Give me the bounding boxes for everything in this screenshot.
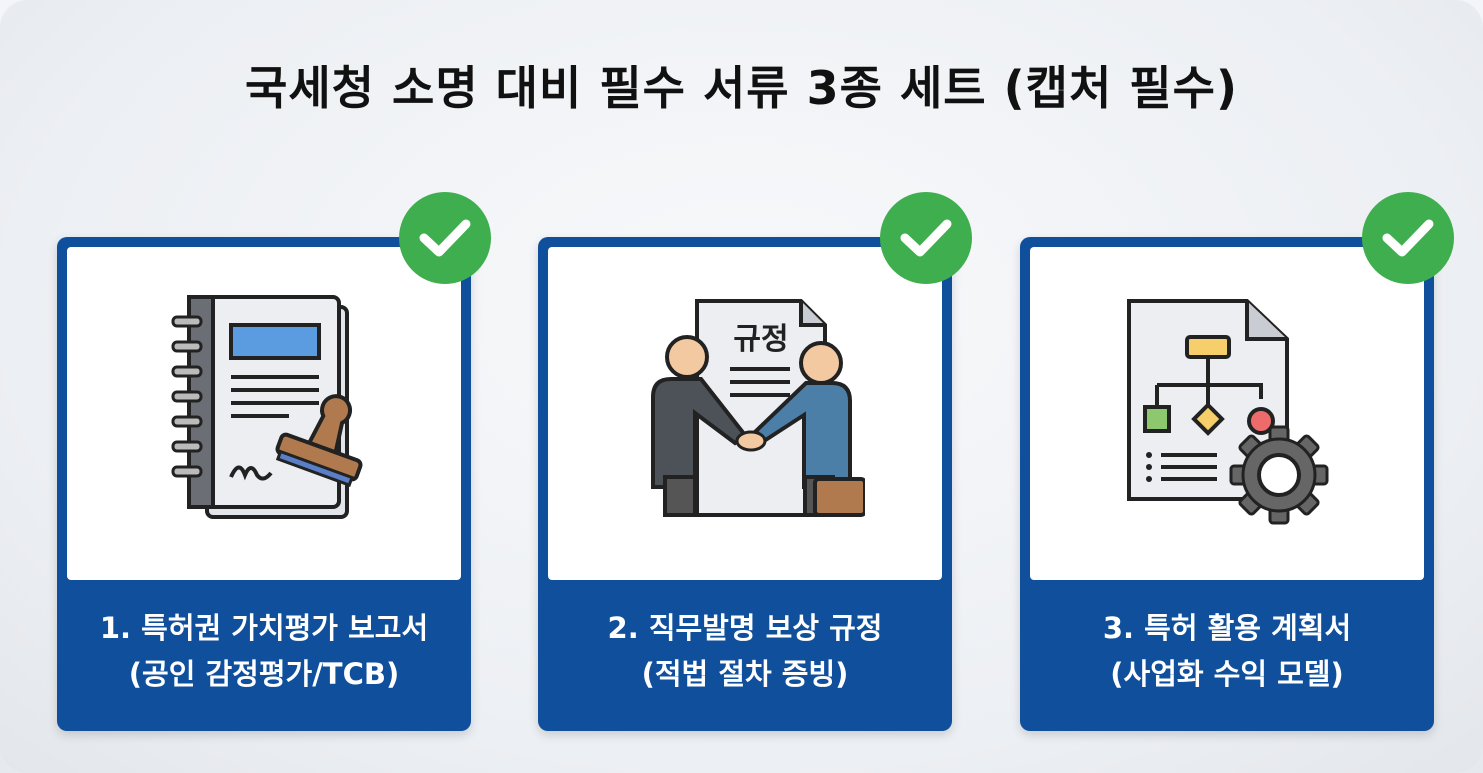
card-title: 1. 특허권 가치평가 보고서 [99, 611, 429, 645]
document-card-2: 규정 2. 직무발명 보상 규정 (적법 절차 증빙) [538, 192, 972, 731]
document-card-3: 3. 특허 활용 계획서 (사업화 수익 모델) [1020, 192, 1454, 731]
handshake-document-icon: 규정 [651, 299, 865, 517]
card-illustration-area [67, 247, 461, 580]
check-badge-icon [880, 192, 972, 284]
card-title: 2. 직무발명 보상 규정 [607, 611, 883, 645]
check-badge-icon [399, 192, 491, 284]
document-label: 규정 [733, 322, 788, 357]
card-subtitle: (적법 절차 증빙) [641, 657, 849, 691]
flowchart-gear-document-icon [1127, 299, 1329, 525]
card-title: 3. 특허 활용 계획서 [1102, 611, 1352, 645]
document-card-1: 1. 특허권 가치평가 보고서 (공인 감정평가/TCB) [57, 192, 491, 731]
card-illustration-area [1030, 247, 1424, 580]
card-subtitle: (공인 감정평가/TCB) [128, 657, 400, 691]
card-caption: 1. 특허권 가치평가 보고서 (공인 감정평가/TCB) [57, 605, 471, 697]
check-badge-icon [1362, 192, 1454, 284]
card-caption: 2. 직무발명 보상 규정 (적법 절차 증빙) [538, 605, 952, 697]
page-title: 국세청 소명 대비 필수 서류 3종 세트 (캡처 필수) [245, 61, 1238, 115]
card-subtitle: (사업화 수익 모델) [1110, 657, 1344, 691]
report-with-stamp-icon [171, 295, 363, 519]
card-caption: 3. 특허 활용 계획서 (사업화 수익 모델) [1020, 605, 1434, 697]
card-illustration-area: 규정 [548, 247, 942, 580]
